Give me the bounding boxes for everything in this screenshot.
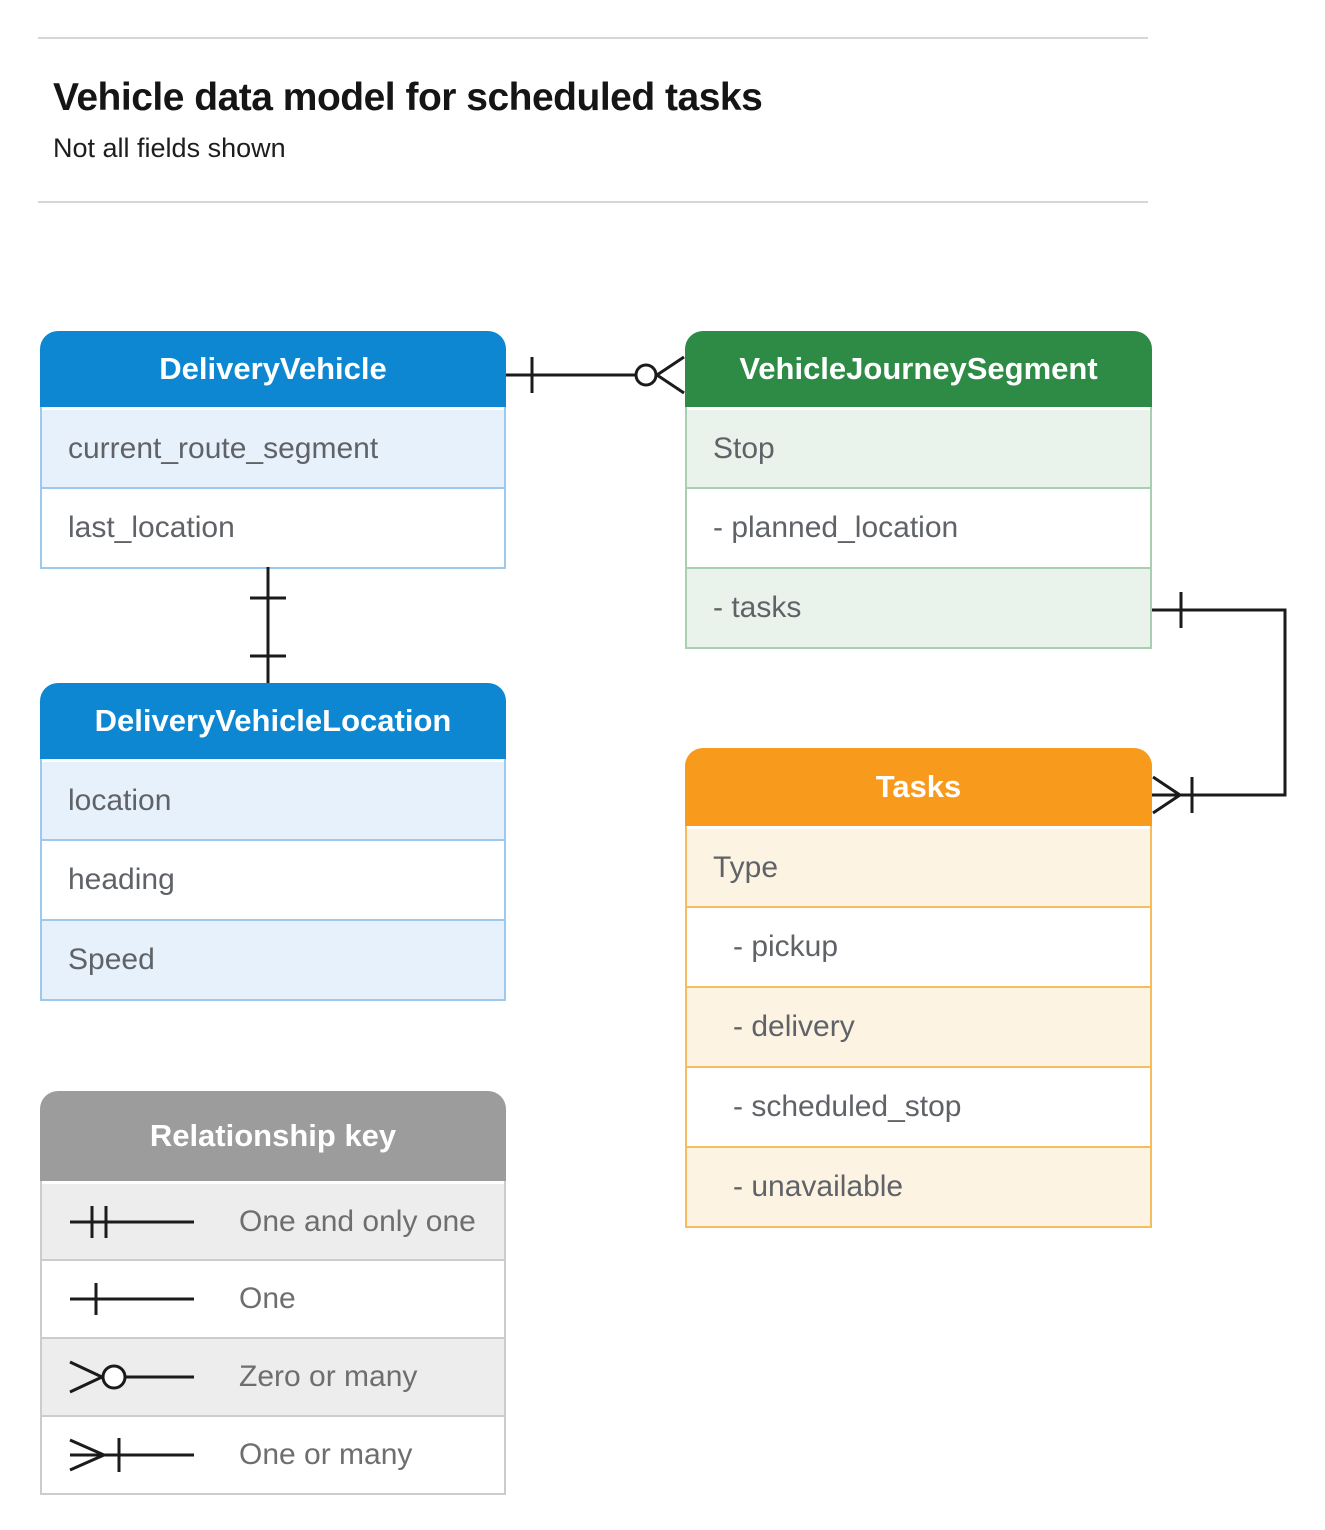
legend-item-label: One or many: [239, 1438, 413, 1471]
entity-field: current_route_segment: [42, 407, 504, 487]
page-subtitle: Not all fields shown: [53, 133, 286, 163]
one-icon: [70, 1283, 194, 1315]
entity-delivery-vehicle: DeliveryVehicle current_route_segment la…: [40, 331, 506, 569]
connector-deliveryvehicle-vehiclejourneysegment: [506, 355, 685, 395]
top-divider: [38, 37, 1148, 39]
entity-field: - scheduled_stop: [687, 1066, 1150, 1146]
entity-field: Stop: [687, 407, 1150, 487]
relationship-key-title: Relationship key: [40, 1091, 506, 1181]
zero-or-many-icon: [69, 1360, 194, 1394]
legend-item-label: One: [239, 1282, 296, 1315]
entity-field: - pickup: [687, 906, 1150, 986]
entity-field-list: current_route_segment last_location: [40, 407, 506, 569]
entity-field-list: Stop - planned_location - tasks: [685, 407, 1152, 649]
relationship-key-list: One and only one One Zero or many: [40, 1181, 506, 1495]
entity-vehicle-journey-segment: VehicleJourneySegment Stop - planned_loc…: [685, 331, 1152, 649]
entity-field: - delivery: [687, 986, 1150, 1066]
legend-item: Zero or many: [42, 1337, 504, 1415]
connector-deliveryvehicle-deliveryvehiclelocation: [250, 567, 286, 683]
legend-item: One: [42, 1259, 504, 1337]
entity-title: Tasks: [685, 748, 1152, 826]
entity-field: - planned_location: [687, 487, 1150, 567]
legend-item: One and only one: [42, 1181, 504, 1259]
entity-field: Type: [687, 826, 1150, 906]
entity-tasks: Tasks Type - pickup - delivery - schedul…: [685, 748, 1152, 1228]
entity-field: Speed: [42, 919, 504, 999]
entity-field-list: location heading Speed: [40, 759, 506, 1001]
connector-vehiclejourneysegment-tasks: [1152, 592, 1287, 815]
entity-title: DeliveryVehicleLocation: [40, 683, 506, 759]
entity-title: VehicleJourneySegment: [685, 331, 1152, 407]
entity-field: heading: [42, 839, 504, 919]
legend-item-label: One and only one: [239, 1204, 476, 1238]
one-or-many-icon: [69, 1438, 194, 1472]
page-title: Vehicle data model for scheduled tasks: [53, 76, 763, 119]
relationship-key: Relationship key One and only one One: [40, 1091, 506, 1495]
entity-field: - unavailable: [687, 1146, 1150, 1226]
legend-item: One or many: [42, 1415, 504, 1493]
entity-delivery-vehicle-location: DeliveryVehicleLocation location heading…: [40, 683, 506, 1001]
title-divider: [38, 201, 1148, 203]
entity-field-list: Type - pickup - delivery - scheduled_sto…: [685, 826, 1152, 1228]
entity-field: last_location: [42, 487, 504, 567]
one-and-only-one-icon: [70, 1205, 194, 1238]
legend-item-label: Zero or many: [239, 1360, 418, 1393]
entity-field: - tasks: [687, 567, 1150, 647]
entity-title: DeliveryVehicle: [40, 331, 506, 407]
entity-field: location: [42, 759, 504, 839]
